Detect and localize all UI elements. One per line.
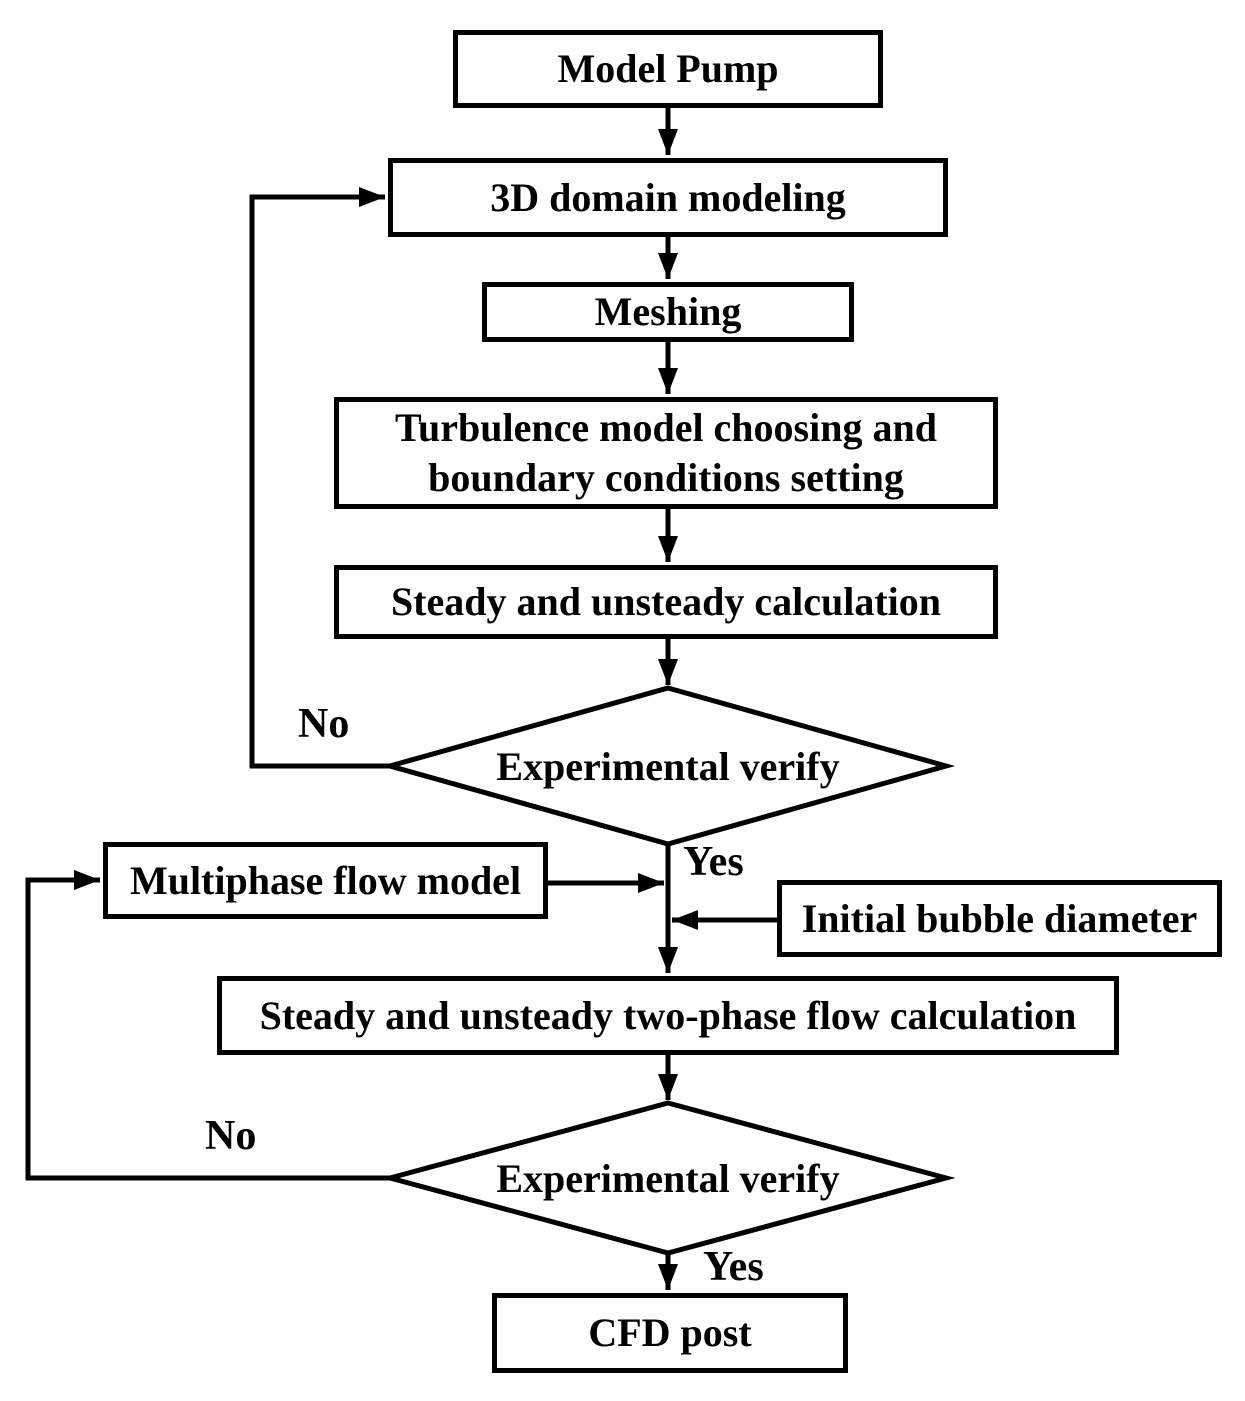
node-model-pump: Model Pump <box>453 30 883 108</box>
node-turbulence-setup-label: Turbulence model choosing and boundary c… <box>395 405 937 500</box>
node-experimental-verify-2: Experimental verify <box>418 1128 918 1228</box>
edge-label-verify1-yes: Yes <box>683 839 744 885</box>
node-model-pump-label: Model Pump <box>557 46 779 91</box>
node-experimental-verify-1: Experimental verify <box>418 716 918 816</box>
node-experimental-verify-2-label: Experimental verify <box>496 1155 840 1201</box>
node-initial-bubble-diameter-label: Initial bubble diameter <box>801 895 1198 941</box>
node-meshing-label: Meshing <box>594 289 742 334</box>
edge-label-verify2-yes: Yes <box>703 1244 764 1290</box>
node-cfd-post-label: CFD post <box>588 1310 752 1355</box>
node-3d-domain-modeling: 3D domain modeling <box>388 158 948 237</box>
decision-diamond-verify-1 <box>380 685 956 847</box>
node-steady-calculation: Steady and unsteady calculation <box>334 565 998 639</box>
node-turbulence-setup: Turbulence model choosing and boundary c… <box>334 397 998 509</box>
edge-label-verify1-no: No <box>298 701 350 747</box>
loop-verify1-no-to-domain <box>249 187 390 769</box>
node-multiphase-flow-model: Multiphase flow model <box>103 842 548 919</box>
node-meshing: Meshing <box>482 282 854 342</box>
node-two-phase-calculation-label: Steady and unsteady two-phase flow calcu… <box>259 992 1077 1038</box>
edge-label-verify2-no: No <box>205 1113 257 1159</box>
decision-diamond-verify-2 <box>380 1100 956 1256</box>
node-steady-calculation-label: Steady and unsteady calculation <box>390 579 942 624</box>
node-3d-domain-modeling-label: 3D domain modeling <box>490 174 846 220</box>
node-two-phase-calculation: Steady and unsteady two-phase flow calcu… <box>217 976 1119 1055</box>
node-experimental-verify-1-label: Experimental verify <box>496 743 840 789</box>
node-cfd-post: CFD post <box>492 1293 848 1373</box>
loop-verify2-no-to-multiphase <box>25 870 390 1181</box>
node-initial-bubble-diameter: Initial bubble diameter <box>777 880 1222 957</box>
node-multiphase-flow-model-label: Multiphase flow model <box>129 857 522 903</box>
